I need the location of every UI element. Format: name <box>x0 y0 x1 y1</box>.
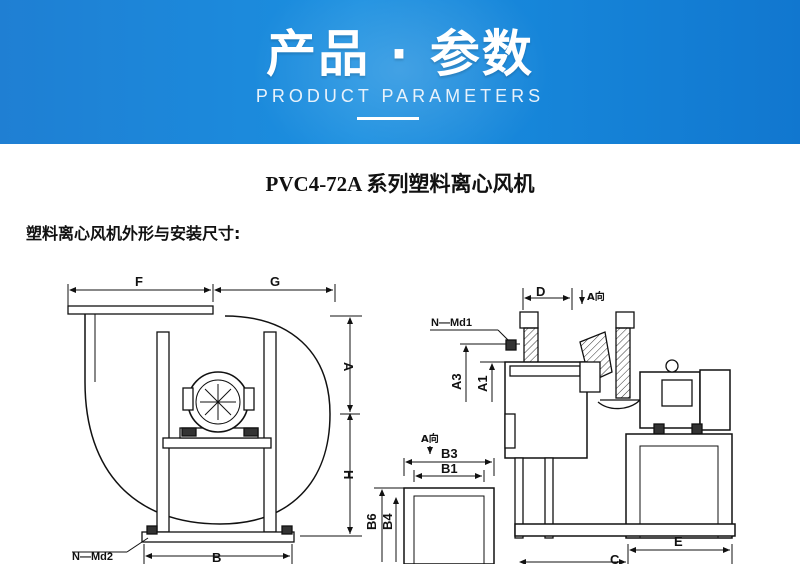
technical-drawing: F G A H B N—Md2 A向 B3 B1 B6 B4 <box>0 262 800 564</box>
dim-label-A: A <box>341 362 356 372</box>
header-banner: 产品 · 参数 PRODUCT PARAMETERS <box>0 0 800 144</box>
label-N-Md2: N—Md2 <box>72 551 113 563</box>
dim-label-B4: B4 <box>380 513 395 530</box>
dim-label-B6: B6 <box>364 513 379 530</box>
dim-label-H: H <box>341 470 356 479</box>
dim-label-C: C <box>610 552 620 564</box>
right-view <box>430 288 736 564</box>
dim-label-D: D <box>536 284 545 299</box>
dim-label-G: G <box>270 274 280 289</box>
banner-underline <box>357 117 419 120</box>
label-A-direction-top: A向 <box>587 290 605 303</box>
label-A-direction: A向 <box>421 432 439 445</box>
dim-label-B3: B3 <box>441 446 458 461</box>
banner-title: 产品 · 参数 <box>266 25 534 83</box>
dim-label-E: E <box>674 534 683 549</box>
dim-label-A1: A1 <box>475 375 490 392</box>
outlet-view <box>374 458 495 564</box>
banner-subtitle: PRODUCT PARAMETERS <box>255 86 545 106</box>
left-view <box>67 284 362 564</box>
fan-dimension-drawing: F G A H B N—Md2 A向 B3 B1 B6 B4 <box>67 274 736 564</box>
dim-label-F: F <box>135 274 143 289</box>
dim-label-B1: B1 <box>441 461 458 476</box>
dim-label-B: B <box>212 550 221 564</box>
document-title: PVC4-72A 系列塑料离心风机 <box>265 172 535 196</box>
section-label: 塑料离心风机外形与安装尺寸: <box>26 224 241 243</box>
dim-label-A3: A3 <box>449 373 464 390</box>
banner-glow <box>250 0 550 144</box>
label-N-Md1: N—Md1 <box>431 317 472 329</box>
